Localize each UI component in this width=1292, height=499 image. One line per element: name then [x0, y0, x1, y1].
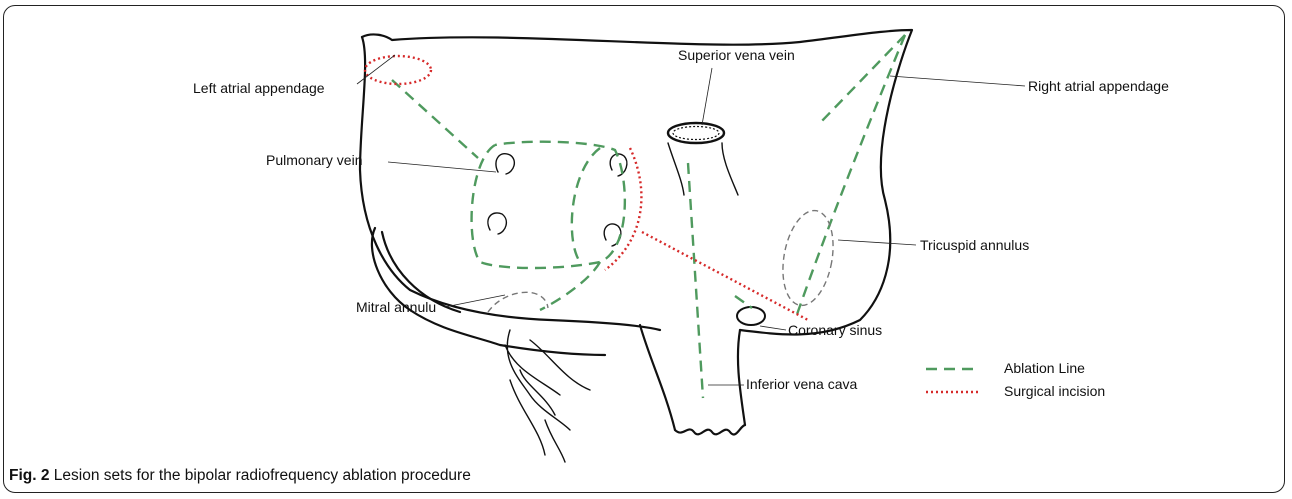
mitral-annulus-arc	[488, 292, 548, 312]
ivc-base	[675, 425, 745, 434]
ablation-line	[688, 163, 703, 398]
labels: Left atrial appendage Superior vena vein…	[193, 47, 1169, 392]
label-left-atrial-appendage: Left atrial appendage	[193, 80, 325, 96]
ablation-line	[472, 142, 625, 268]
ablation-line	[392, 80, 478, 158]
ivc-left-wall	[640, 325, 675, 430]
pv-stub	[610, 154, 627, 176]
label-mitral-annulu: Mitral annulu	[356, 299, 436, 315]
ivc-right-wall	[738, 330, 745, 425]
vessel-branches	[505, 330, 590, 462]
leader-line	[702, 68, 712, 125]
pulmonary-vein-stubs	[488, 154, 627, 246]
leader-line	[890, 76, 1025, 86]
ablation-line	[795, 35, 905, 320]
label-right-atrial-appendage: Right atrial appendage	[1028, 78, 1169, 94]
ablation-lines	[392, 35, 905, 398]
surgical-incisions	[365, 56, 808, 320]
ablation-line	[820, 35, 905, 123]
label-inferior-vena-cava: Inferior vena cava	[746, 376, 857, 392]
figure-caption: Fig. 2 Lesion sets for the bipolar radio…	[9, 467, 471, 485]
annuli	[488, 207, 840, 312]
legend-ablation-label: Ablation Line	[1004, 360, 1085, 376]
atrial-body-outline	[362, 30, 912, 334]
caption-text: Lesion sets for the bipolar radiofrequen…	[54, 467, 471, 484]
label-pulmonary-vein: Pulmonary vein	[266, 152, 363, 168]
svc-right-wall	[722, 143, 738, 195]
svc-opening-inner	[673, 127, 719, 140]
left-atrium-outline	[360, 37, 660, 330]
svc-left-wall	[668, 143, 684, 195]
leader-line	[760, 326, 786, 330]
heart-outline	[360, 30, 912, 462]
pv-stub	[488, 213, 506, 234]
ablation-line	[540, 262, 600, 310]
pv-stub	[496, 154, 514, 174]
label-coronary-sinus: Coronary sinus	[788, 322, 882, 338]
legend-incision-label: Surgical incision	[1004, 383, 1105, 399]
leader-line	[445, 295, 505, 307]
label-superior-vena-vein: Superior vena vein	[678, 47, 795, 63]
coronary-sinus-opening	[737, 307, 765, 325]
ablation-line	[572, 148, 600, 262]
legend: Ablation Line Surgical incision	[926, 360, 1105, 399]
caption-prefix: Fig. 2	[9, 467, 49, 484]
leader-line	[838, 240, 916, 245]
label-tricuspid-annulus: Tricuspid annulus	[920, 237, 1029, 253]
